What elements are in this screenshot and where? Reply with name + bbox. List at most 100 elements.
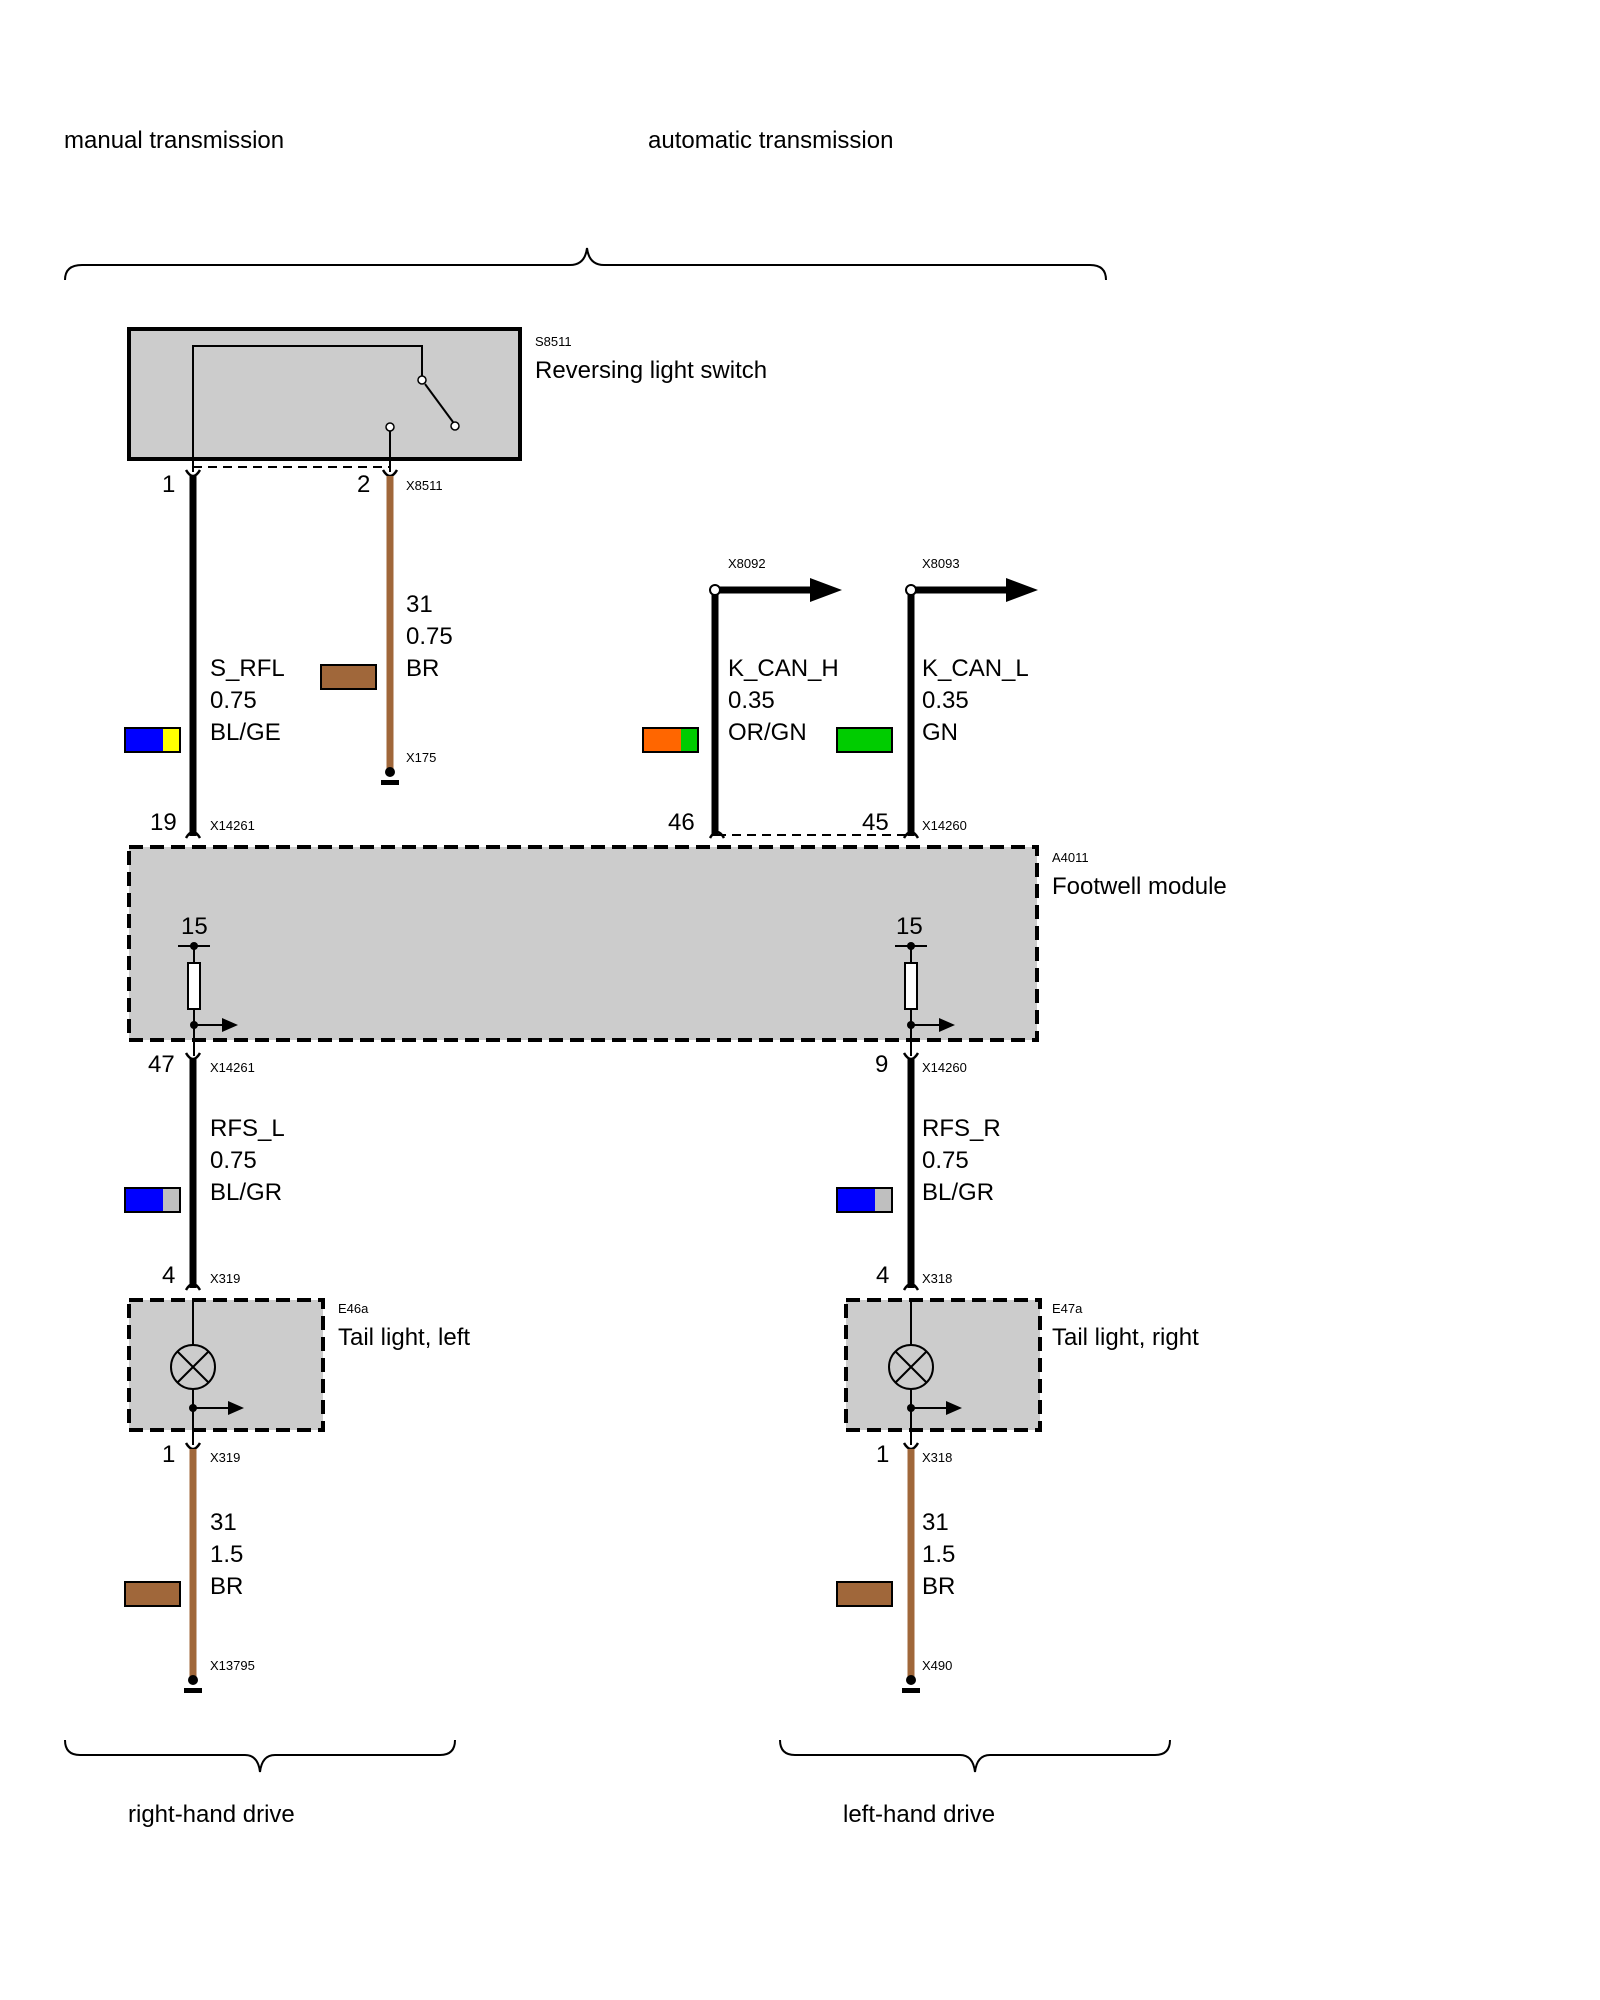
wire-rfs-l-color: BL/GR: [210, 1179, 282, 1206]
pin-tl4: 4: [162, 1262, 175, 1289]
connector-x8092: X8092: [728, 556, 766, 571]
ground-symbol-x13795: [184, 1688, 202, 1693]
wire-gnd-left-size: 1.5: [210, 1541, 243, 1568]
connector-x14261-bot: X14261: [210, 1060, 255, 1075]
fm-terminal-15-right: 15: [896, 913, 923, 940]
wire-k-can-l-size: 0.35: [922, 687, 969, 714]
wire-s-rfl-size: 0.75: [210, 687, 257, 714]
wire-rfs-r-signal: RFS_R: [922, 1115, 1001, 1142]
fm-terminal-15-left: 15: [181, 913, 208, 940]
bulb-left-cross-b: [176, 1350, 210, 1384]
pin-tr1: 1: [876, 1441, 889, 1468]
tail-light-right-box: [844, 1298, 1042, 1432]
connector-x318-top: X318: [922, 1271, 952, 1286]
switch-name: Reversing light switch: [535, 357, 767, 384]
bulb-right-cross-b: [894, 1350, 928, 1384]
footwell-module: A4011 Footwell module 15 15: [127, 845, 1227, 1056]
swatch-bl-gr-right: [836, 1187, 893, 1213]
wire-s-rfl-signal: S_RFL: [210, 655, 285, 682]
connector-x319-top: X319: [210, 1271, 240, 1286]
wire-k-can-h-size: 0.35: [728, 687, 775, 714]
swatch-bl-gr-left: [124, 1187, 181, 1213]
connector-x175: X175: [406, 750, 436, 765]
footwell-id: A4011: [1052, 850, 1089, 865]
connector-x490: X490: [922, 1658, 952, 1673]
swatch-br-switch: [320, 664, 377, 690]
wire-s-rfl-color: BL/GE: [210, 719, 281, 746]
ground-dot-x490: [906, 1675, 916, 1685]
switch-id: S8511: [535, 334, 572, 349]
wire-gnd-switch-signal: 31: [406, 591, 433, 618]
connector-x14260-bot: X14260: [922, 1060, 967, 1075]
wire-rfs-r-color: BL/GR: [922, 1179, 994, 1206]
pin-fm46: 46: [668, 809, 695, 836]
swatch-br-left: [124, 1581, 181, 1607]
tail-light-left-box: [127, 1298, 325, 1432]
wire-gnd-switch-size: 0.75: [406, 623, 453, 650]
wire-k-can-h-signal: K_CAN_H: [728, 655, 839, 682]
footwell-module-box: [127, 845, 1039, 1042]
connector-x318-bot: X318: [922, 1450, 952, 1465]
switch-contact-top: [417, 375, 427, 385]
pin-sw1: 1: [162, 471, 175, 498]
left-hand-drive-label: left-hand drive: [843, 1801, 995, 1828]
pin-fm47: 47: [148, 1051, 175, 1078]
fm-left-resistor: [187, 962, 201, 1010]
junction-x8093: [905, 584, 917, 596]
reversing-light-switch: S8511 Reversing light switch: [127, 327, 767, 472]
pin-sw2: 2: [357, 471, 370, 498]
switch-contact-bottom: [385, 422, 395, 432]
switch-contact-right: [450, 421, 460, 431]
tail-light-right-name: Tail light, right: [1052, 1324, 1199, 1351]
tail-right-output-arrow: [946, 1401, 962, 1415]
ground-symbol-x175: [381, 780, 399, 785]
manual-transmission-label: manual transmission: [64, 127, 284, 154]
tail-light-left-name: Tail light, left: [338, 1324, 470, 1351]
connector-x14260-top: X14260: [922, 818, 967, 833]
swatch-bl-ge: [124, 727, 181, 753]
junction-x8092: [709, 584, 721, 596]
connector-x14261-top: X14261: [210, 818, 255, 833]
wire-gnd-left-color: BR: [210, 1573, 243, 1600]
wire-k-can-h-color: OR/GN: [728, 719, 807, 746]
bottom-brace-left: [64, 1739, 456, 1773]
wire-gnd-switch-color: BR: [406, 655, 439, 682]
swatch-or-gn: [642, 727, 699, 753]
wire-k-can-l-color: GN: [922, 719, 958, 746]
tail-light-right: E47a Tail light, right: [844, 1298, 1199, 1445]
pin-fm19: 19: [150, 809, 177, 836]
switch-internal-line: [192, 345, 423, 472]
connector-x8511: X8511: [406, 478, 443, 493]
wire-rfs-l-size: 0.75: [210, 1147, 257, 1174]
pin-tl1: 1: [162, 1441, 175, 1468]
right-hand-drive-label: right-hand drive: [128, 1801, 295, 1828]
arrow-x8092: [810, 578, 842, 602]
tail-light-right-id: E47a: [1052, 1301, 1083, 1316]
wire-gnd-left-signal: 31: [210, 1509, 237, 1536]
fm-left-output-arrow: [222, 1018, 238, 1032]
wire-gnd-right-signal: 31: [922, 1509, 949, 1536]
swatch-br-right: [836, 1581, 893, 1607]
swatch-gn: [836, 727, 893, 753]
tail-light-left: E46a Tail light, left: [127, 1298, 470, 1445]
pin-fm9: 9: [875, 1051, 888, 1078]
connector-x13795: X13795: [210, 1658, 255, 1673]
automatic-transmission-label: automatic transmission: [648, 127, 893, 154]
tail-light-left-id: E46a: [338, 1301, 369, 1316]
top-brace: [64, 247, 1107, 281]
fm-right-output-arrow: [939, 1018, 955, 1032]
wire-k-can-l-signal: K_CAN_L: [922, 655, 1029, 682]
arrow-x8093: [1006, 578, 1038, 602]
wire-gnd-right-size: 1.5: [922, 1541, 955, 1568]
connector-x319-bot: X319: [210, 1450, 240, 1465]
fm-right-resistor: [904, 962, 918, 1010]
pin-tr4: 4: [876, 1262, 889, 1289]
bottom-brace-right: [779, 1739, 1171, 1773]
tail-left-output-arrow: [228, 1401, 244, 1415]
connector-x8093: X8093: [922, 556, 960, 571]
wire-gnd-right-color: BR: [922, 1573, 955, 1600]
wire-rfs-r-size: 0.75: [922, 1147, 969, 1174]
footwell-name: Footwell module: [1052, 873, 1227, 900]
ground-dot-x175: [385, 767, 395, 777]
